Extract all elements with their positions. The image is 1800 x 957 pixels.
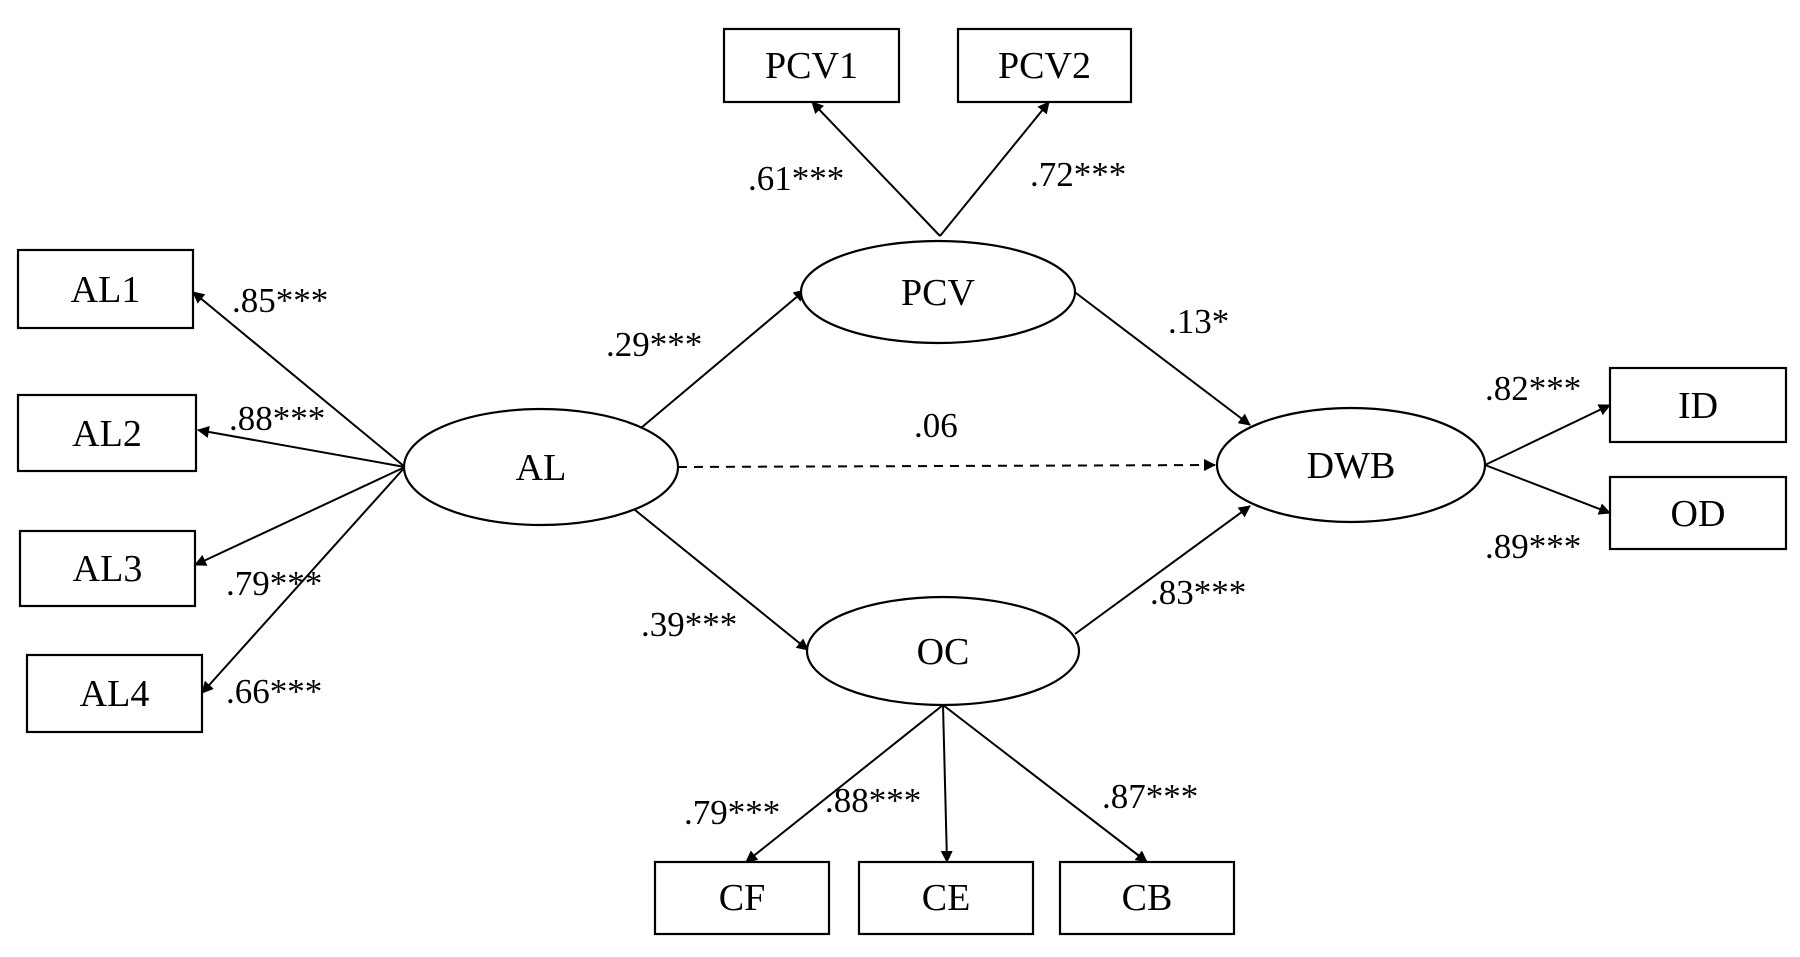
label-al2: AL2 <box>72 413 142 455</box>
box-od: OD <box>1608 475 1788 551</box>
path-pcv-dwb <box>1071 289 1251 426</box>
coef-dwb-id: .82*** <box>1485 369 1581 408</box>
path-al-al4 <box>201 466 406 694</box>
coef-al-al3: .79*** <box>226 564 322 603</box>
path-pcv-pcv1 <box>811 101 941 237</box>
path-al-al3 <box>194 466 406 566</box>
box-ce: CE <box>857 860 1035 936</box>
coef-al-pcv: .29*** <box>606 325 702 364</box>
label-cb: CB <box>1122 877 1173 919</box>
ellipse-pcv: PCV <box>799 239 1077 345</box>
coef-al-dwb: .06 <box>914 406 958 445</box>
coef-oc-cf: .79*** <box>684 793 780 832</box>
path-oc-dwb <box>1074 505 1251 635</box>
box-al3: AL3 <box>18 529 197 608</box>
coef-al-al2: .88*** <box>229 399 325 438</box>
label-oc: OC <box>917 631 970 673</box>
label-pcv: PCV <box>901 272 975 314</box>
coef-al-oc: .39*** <box>641 605 737 644</box>
ellipse-oc: OC <box>805 595 1081 707</box>
coef-al-al1: .85*** <box>232 281 328 320</box>
coef-oc-cb: .87*** <box>1102 777 1198 816</box>
label-ce: CE <box>922 877 971 919</box>
box-pcv2: PCV2 <box>956 27 1133 104</box>
label-cf: CF <box>719 877 765 919</box>
label-al3: AL3 <box>73 548 143 590</box>
path-pcv-pcv2 <box>939 101 1050 237</box>
coef-pcv-dwb: .13* <box>1168 302 1229 341</box>
label-al1: AL1 <box>71 269 141 311</box>
path-al-al2 <box>197 426 406 468</box>
box-cf: CF <box>653 860 831 936</box>
label-dwb: DWB <box>1307 445 1396 487</box>
box-cb: CB <box>1058 860 1236 936</box>
box-al4: AL4 <box>25 653 204 734</box>
coef-al-al4: .66*** <box>226 672 322 711</box>
label-pcv1: PCV1 <box>765 45 858 87</box>
box-al2: AL2 <box>16 393 198 473</box>
coef-dwb-od: .89*** <box>1485 527 1581 566</box>
box-id: ID <box>1608 366 1788 444</box>
ellipse-dwb: DWB <box>1215 406 1487 524</box>
ellipse-al: AL <box>402 407 680 527</box>
path-al-pcv <box>634 289 806 434</box>
path-al-oc <box>634 509 809 651</box>
path-oc-ce <box>940 704 953 863</box>
label-al4: AL4 <box>80 673 150 715</box>
path-al-dwb <box>677 459 1216 472</box>
path-dwb-id <box>1484 404 1611 466</box>
label-al: AL <box>516 447 567 489</box>
label-id: ID <box>1678 385 1718 427</box>
path-dwb-od <box>1484 464 1611 515</box>
coef-oc-dwb: .83*** <box>1150 573 1246 612</box>
label-pcv2: PCV2 <box>998 45 1091 87</box>
box-pcv1: PCV1 <box>722 27 901 104</box>
path-oc-cf <box>745 704 944 863</box>
coef-pcv-pcv1: .61*** <box>748 159 844 198</box>
label-od: OD <box>1671 493 1726 535</box>
coef-oc-ce: .88*** <box>825 781 921 820</box>
box-al1: AL1 <box>16 248 195 330</box>
path-al-al1 <box>192 291 406 468</box>
coef-pcv-pcv2: .72*** <box>1030 155 1126 194</box>
path-oc-cb <box>942 704 1148 863</box>
